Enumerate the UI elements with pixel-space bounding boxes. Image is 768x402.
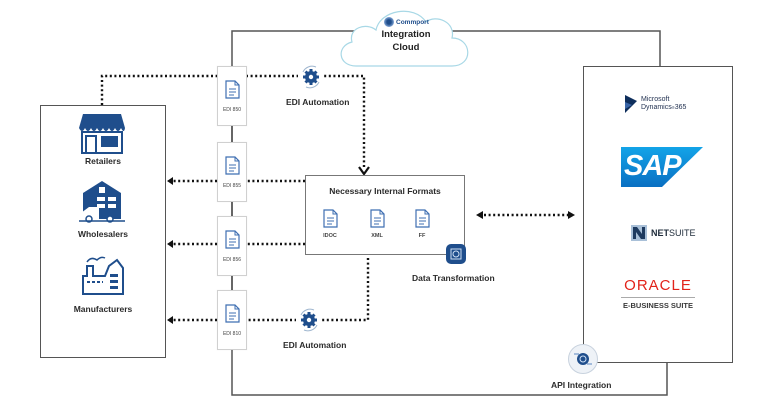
arrow-left-formats [476, 211, 483, 219]
edi-automation-bottom-label: EDI Automation [283, 340, 347, 350]
partners-to-edi850-dotted [100, 74, 217, 105]
xml-document-icon [370, 209, 385, 228]
microsoft-dynamics-logo: Microsoft Dynamics®365 [624, 94, 686, 114]
commport-logo-icon [384, 17, 394, 27]
format-ff: FF [418, 233, 426, 239]
sap-text: SAP [624, 150, 682, 182]
cloud-title-line1: Integration [381, 29, 431, 40]
partner-label-manufacturers: Manufacturers [73, 304, 133, 314]
factory-icon [82, 256, 124, 295]
dynamics-logo-icon [625, 95, 637, 113]
internal-formats-title: Necessary Internal Formats [329, 186, 441, 196]
netsuite-logo: NETSUITE [631, 225, 696, 241]
oracle-logo: ORACLE [624, 277, 692, 294]
document-icon [225, 230, 240, 249]
document-icon [225, 304, 240, 323]
oracle-product: E-BUSINESS SUITE [622, 301, 693, 310]
edi-automation-bottom [296, 307, 322, 333]
edi-810-label: EDI 810 [222, 331, 242, 337]
microsoft-version: 365 [674, 104, 687, 111]
edi-document-855[interactable]: EDI 855 [217, 142, 247, 202]
warehouse-icon [79, 181, 125, 223]
bottom-frame-line [231, 350, 668, 396]
api-integration-label: API Integration [551, 380, 612, 390]
gear-cycle-icon [302, 65, 320, 89]
arrow-left-manufacturers [167, 316, 173, 324]
formats-to-edi810-dotted [246, 258, 370, 322]
document-icon [225, 156, 240, 175]
format-idoc: IDOC [323, 233, 337, 239]
api-integration-icon [568, 344, 598, 374]
storefront-icon [79, 114, 125, 154]
internal-formats-box: Necessary Internal Formats IDOC XML FF [305, 175, 465, 255]
partner-label-retailers: Retailers [85, 156, 121, 166]
trading-partners-box: Retailers Wholesalers Manufacturers [40, 105, 166, 358]
edi-automation-top-label: EDI Automation [286, 97, 350, 107]
data-transformation-label: Data Transformation [412, 273, 495, 283]
cloud-brand: Commport [396, 18, 429, 26]
netsuite-bold: NET [651, 228, 669, 238]
microsoft-line2: Dynamics [641, 104, 672, 111]
edi-document-856[interactable]: EDI 856 [217, 216, 247, 276]
arrow-left-wholesalers [167, 240, 173, 248]
edi-855-label: EDI 855 [222, 183, 242, 189]
ff-document-icon [415, 209, 430, 228]
edi-document-850[interactable]: EDI 850 [217, 66, 247, 126]
netsuite-regular: SUITE [669, 228, 696, 238]
edi-document-810[interactable]: EDI 810 [217, 290, 247, 350]
data-transformation-icon [446, 244, 466, 264]
edi-856-label: EDI 856 [222, 257, 242, 263]
arrow-right-erp [568, 211, 575, 219]
oracle-divider [621, 297, 695, 298]
partner-label-wholesalers: Wholesalers [77, 229, 129, 239]
format-xml: XML [371, 233, 383, 239]
sap-logo: SAP [621, 147, 703, 187]
idoc-document-icon [323, 209, 338, 228]
integration-cloud: Commport Integration Cloud [334, 0, 478, 72]
microsoft-line1: Microsoft [641, 96, 670, 103]
cloud-title-line2: Cloud [392, 42, 420, 53]
gear-cycle-icon [300, 308, 318, 332]
arrow-down-formats [358, 166, 370, 176]
erp-systems-box: Microsoft Dynamics®365 SAP NETSUITE ORAC… [583, 66, 733, 363]
cloud-shape-icon [340, 10, 469, 67]
arrow-left-retailers [167, 177, 173, 185]
edi-850-label: EDI 850 [222, 107, 242, 113]
netsuite-logo-icon [631, 225, 647, 241]
document-icon [225, 80, 240, 99]
edi-automation-top [298, 64, 324, 90]
